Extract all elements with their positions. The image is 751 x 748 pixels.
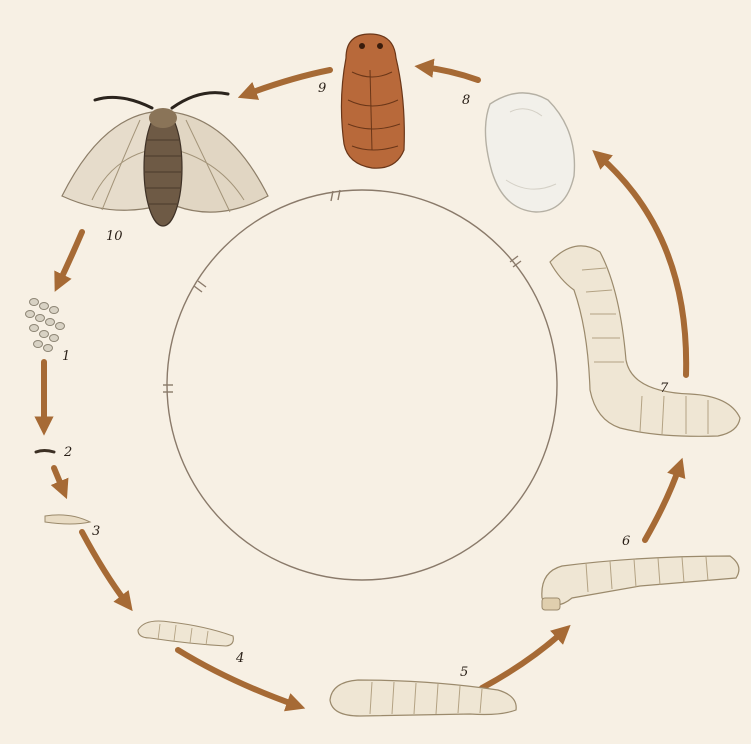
stage-label-8: 8 [462,93,470,108]
pupa-icon [341,34,404,168]
stage-label-1: 1 [62,349,70,364]
stage-label-6: 6 [622,534,630,549]
stage-label-9: 9 [318,81,326,96]
stage-label-3: 3 [92,524,100,539]
stage-label-10: 10 [106,229,123,244]
hatchling-icon [36,451,54,453]
stage-label-4: 4 [235,651,244,666]
stage-label-5: 5 [460,665,468,680]
stage-label-7: 7 [660,381,669,396]
stage-label-2: 2 [63,445,72,460]
